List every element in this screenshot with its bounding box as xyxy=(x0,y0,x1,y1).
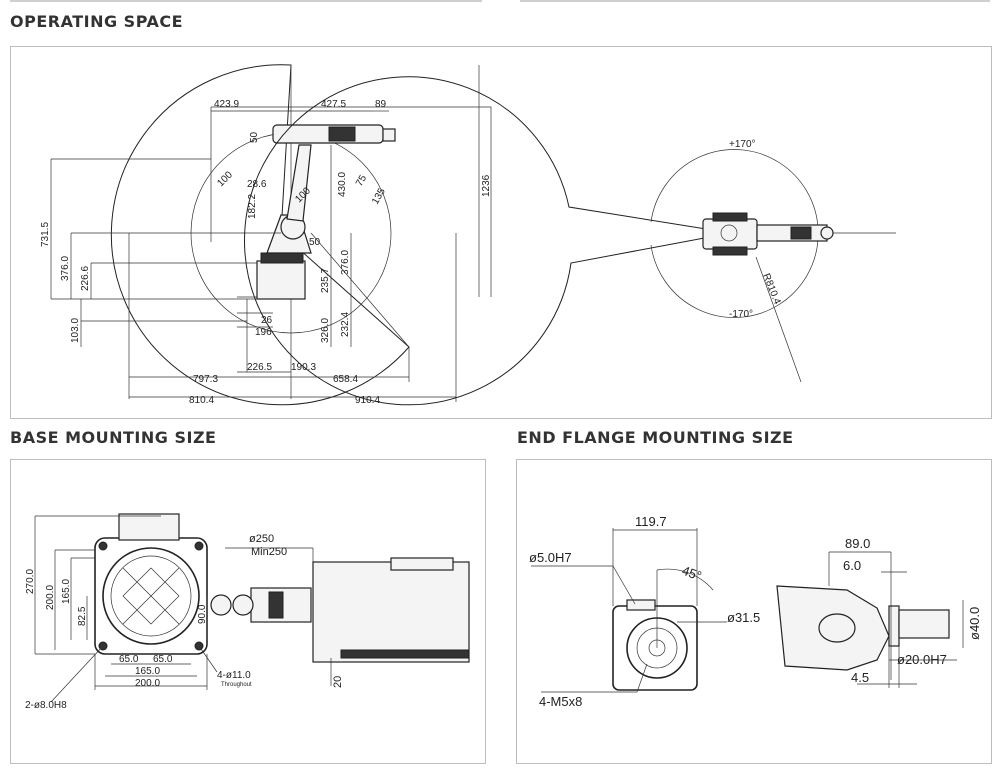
svg-text:196: 196 xyxy=(255,327,272,338)
svg-text:20: 20 xyxy=(332,676,344,688)
svg-text:ø31.5: ø31.5 xyxy=(727,610,760,625)
svg-text:430.0: 430.0 xyxy=(337,172,348,197)
svg-text:Throughout: Throughout xyxy=(221,682,252,688)
end-flange-drawing: 119.7 ø5.0H7 45° ø31.5 4-M5x8 89.0 6.0 ø… xyxy=(529,514,982,709)
svg-text:100: 100 xyxy=(215,169,235,189)
base-dimension-labels: 270.0 200.0 165.0 82.5 90.0 65.0 65.0 16… xyxy=(25,533,344,711)
svg-text:89: 89 xyxy=(375,99,387,110)
flange-front-view xyxy=(531,528,727,693)
flange-side-view xyxy=(776,551,964,688)
svg-text:4-M5x8: 4-M5x8 xyxy=(539,694,582,709)
svg-text:26: 26 xyxy=(261,315,273,326)
svg-text:6.0: 6.0 xyxy=(843,558,861,573)
base-mounting-drawing: 270.0 200.0 165.0 82.5 90.0 65.0 65.0 16… xyxy=(25,513,470,711)
base-dimension-lines xyxy=(34,515,218,703)
svg-text:4.5: 4.5 xyxy=(851,670,869,685)
svg-text:2-ø8.0H8: 2-ø8.0H8 xyxy=(25,700,67,711)
operating-space-title: OPERATING SPACE xyxy=(10,12,184,31)
svg-text:R810.4: R810.4 xyxy=(760,272,782,306)
svg-text:Min250: Min250 xyxy=(251,546,287,558)
svg-text:165.0: 165.0 xyxy=(61,579,72,604)
svg-text:232.4: 232.4 xyxy=(340,312,351,337)
svg-text:119.7: 119.7 xyxy=(635,514,667,529)
robot-top-view xyxy=(702,212,834,256)
svg-text:65.0: 65.0 xyxy=(153,654,173,665)
operating-space-drawing: 423.9 427.5 89 50 100 28.6 182.2 100 430… xyxy=(40,64,896,406)
svg-text:910.4: 910.4 xyxy=(355,395,380,406)
svg-text:65.0: 65.0 xyxy=(119,654,139,665)
end-flange-panel: 119.7 ø5.0H7 45° ø31.5 4-M5x8 89.0 6.0 ø… xyxy=(516,459,992,764)
svg-text:1236: 1236 xyxy=(481,174,492,197)
svg-text:ø250: ø250 xyxy=(249,533,274,545)
svg-text:200.0: 200.0 xyxy=(45,585,56,610)
svg-text:45°: 45° xyxy=(680,563,704,584)
operating-space-panel: 423.9 427.5 89 50 100 28.6 182.2 100 430… xyxy=(10,46,992,419)
svg-text:423.9: 423.9 xyxy=(214,99,239,110)
base-side-view xyxy=(210,547,470,686)
svg-text:226.6: 226.6 xyxy=(80,266,91,291)
svg-text:+170°: +170° xyxy=(729,139,756,150)
flange-dimension-labels: 119.7 ø5.0H7 45° ø31.5 4-M5x8 89.0 6.0 ø… xyxy=(529,514,982,709)
top-rule-left xyxy=(10,0,482,2)
svg-text:ø5.0H7: ø5.0H7 xyxy=(529,550,572,565)
svg-text:165.0: 165.0 xyxy=(135,666,160,677)
svg-text:235.7: 235.7 xyxy=(320,268,331,293)
svg-text:-170°: -170° xyxy=(729,309,753,320)
svg-text:89.0: 89.0 xyxy=(845,536,870,551)
svg-text:200.0: 200.0 xyxy=(135,678,160,689)
svg-text:810.4: 810.4 xyxy=(189,395,214,406)
svg-text:75: 75 xyxy=(354,173,369,189)
svg-text:50: 50 xyxy=(309,237,321,248)
base-mounting-panel: 270.0 200.0 165.0 82.5 90.0 65.0 65.0 16… xyxy=(10,459,486,764)
end-flange-title: END FLANGE MOUNTING SIZE xyxy=(517,428,794,447)
svg-text:135: 135 xyxy=(370,186,388,206)
svg-text:ø20.0H7: ø20.0H7 xyxy=(897,652,947,667)
top-rule-right xyxy=(520,0,990,2)
svg-text:658.4: 658.4 xyxy=(333,374,358,385)
base-front-view xyxy=(94,513,208,655)
svg-text:427.5: 427.5 xyxy=(321,99,346,110)
svg-text:731.5: 731.5 xyxy=(40,222,51,247)
svg-text:ø40.0: ø40.0 xyxy=(967,607,982,640)
svg-text:376.0: 376.0 xyxy=(340,250,351,275)
svg-text:797.3: 797.3 xyxy=(193,374,218,385)
svg-text:82.5: 82.5 xyxy=(77,606,88,626)
svg-text:4-ø11.0: 4-ø11.0 xyxy=(217,670,251,681)
svg-text:376.0: 376.0 xyxy=(60,256,71,281)
svg-text:326.0: 326.0 xyxy=(320,318,331,343)
svg-text:50: 50 xyxy=(249,131,260,143)
robot-side-view xyxy=(237,124,396,300)
svg-text:270.0: 270.0 xyxy=(25,569,36,594)
svg-text:182.2: 182.2 xyxy=(247,194,258,219)
svg-text:28.6: 28.6 xyxy=(247,179,267,190)
svg-text:90.0: 90.0 xyxy=(197,604,208,624)
svg-text:226.5: 226.5 xyxy=(247,362,272,373)
side-dimension-lines xyxy=(50,65,480,402)
svg-text:103.0: 103.0 xyxy=(70,318,81,343)
base-mounting-title: BASE MOUNTING SIZE xyxy=(10,428,217,447)
